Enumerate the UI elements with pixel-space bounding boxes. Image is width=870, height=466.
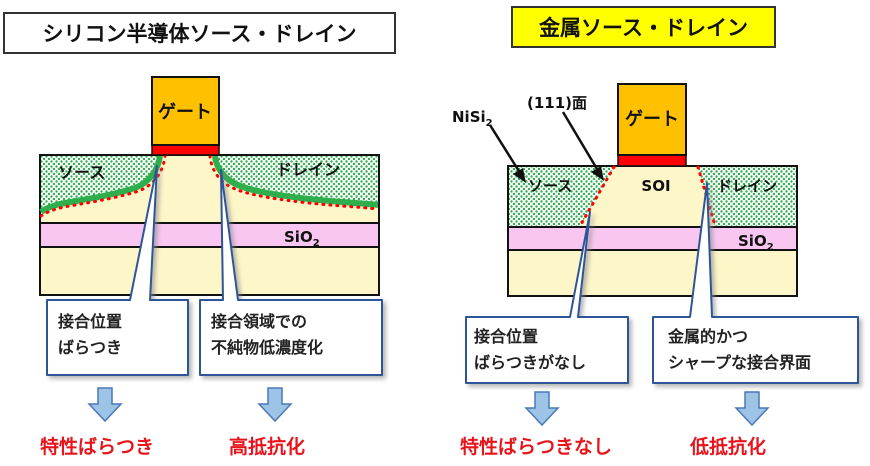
left-callout-2 <box>199 169 383 376</box>
right-callout-2 <box>652 182 859 384</box>
right-gate <box>617 83 687 156</box>
left-title: シリコン半導体ソース・ドレイン <box>3 12 396 54</box>
left-source-label: ソース <box>58 163 105 182</box>
left-callout-2-text: 接合領域での 不純物低濃度化 <box>211 309 323 361</box>
right-gate-oxide <box>617 154 687 167</box>
right-callout-1-line1: 接合位置 <box>474 327 539 346</box>
left-source-boundary <box>39 155 163 215</box>
left-callout-1-line1: 接合位置 <box>58 312 123 331</box>
down-arrow-icon <box>734 391 770 427</box>
left-result-2: 高抵抗化 <box>229 436 306 458</box>
down-arrow-icon <box>524 391 560 427</box>
left-source-dots <box>39 154 167 218</box>
right-callout-2-line2: シャープな接合界面 <box>668 353 812 372</box>
nisi-label: NiSi2 <box>452 108 493 129</box>
left-drain-region <box>215 156 378 205</box>
left-source-region <box>41 156 160 212</box>
left-drain-label: ドレイン <box>276 160 340 179</box>
right-gate-label: ゲート <box>625 108 679 130</box>
down-arrow-icon <box>257 387 293 423</box>
left-title-text: シリコン半導体ソース・ドレイン <box>42 22 357 46</box>
right-callout-1 <box>465 211 629 384</box>
plane-arrowhead <box>591 166 604 181</box>
right-title-text: 金属ソース・ドレイン <box>539 16 748 40</box>
left-callout-2-line1: 接合領域での <box>211 312 308 331</box>
right-result-1: 特性ばらつきなし <box>460 436 613 458</box>
right-title: 金属ソース・ドレイン <box>511 6 776 48</box>
left-gate-oxide <box>151 144 220 156</box>
left-gate <box>151 76 220 146</box>
left-sio2-label: SiO2 <box>284 228 320 249</box>
right-source-label: ソース <box>528 177 572 195</box>
left-callout-1 <box>46 165 189 376</box>
left-result-1: 特性ばらつき <box>40 436 155 458</box>
left-callout-1-line2: ばらつき <box>58 338 123 357</box>
right-device <box>488 83 798 297</box>
right-drain-region <box>698 167 796 226</box>
down-arrow-icon <box>87 387 123 423</box>
right-drain-interface <box>696 165 717 228</box>
plane-label: (111)面 <box>527 94 587 112</box>
left-gate-label: ゲート <box>158 101 212 123</box>
nisi-arrow <box>488 124 524 177</box>
down-arrows <box>87 387 770 427</box>
right-source-interface <box>578 165 616 228</box>
right-result-2: 低抵抗化 <box>690 436 767 458</box>
plane-arrow <box>561 111 602 175</box>
right-callout-1-line2: ばらつきがなし <box>474 353 587 372</box>
right-source-region <box>509 167 614 226</box>
right-callout-2-line1: 金属的かつ <box>668 327 749 346</box>
nisi-arrowhead <box>513 168 526 183</box>
right-callout-2-text: 金属的かつ シャープな接合界面 <box>668 324 811 376</box>
right-callout-1-text: 接合位置 ばらつきがなし <box>474 324 586 376</box>
left-substrate-bottom <box>39 246 380 296</box>
left-sio2-layer <box>39 222 380 248</box>
right-soi-label: SOI <box>641 177 670 195</box>
left-drain-dots <box>208 154 380 211</box>
left-callout-2-line2: 不純物低濃度化 <box>211 338 324 357</box>
right-drain-label: ドレイン <box>717 177 777 195</box>
left-device <box>39 76 380 296</box>
left-callout-1-text: 接合位置 ばらつき <box>58 309 122 361</box>
right-sio2-label: SiO2 <box>738 232 774 253</box>
right-substrate-bottom <box>507 249 798 297</box>
